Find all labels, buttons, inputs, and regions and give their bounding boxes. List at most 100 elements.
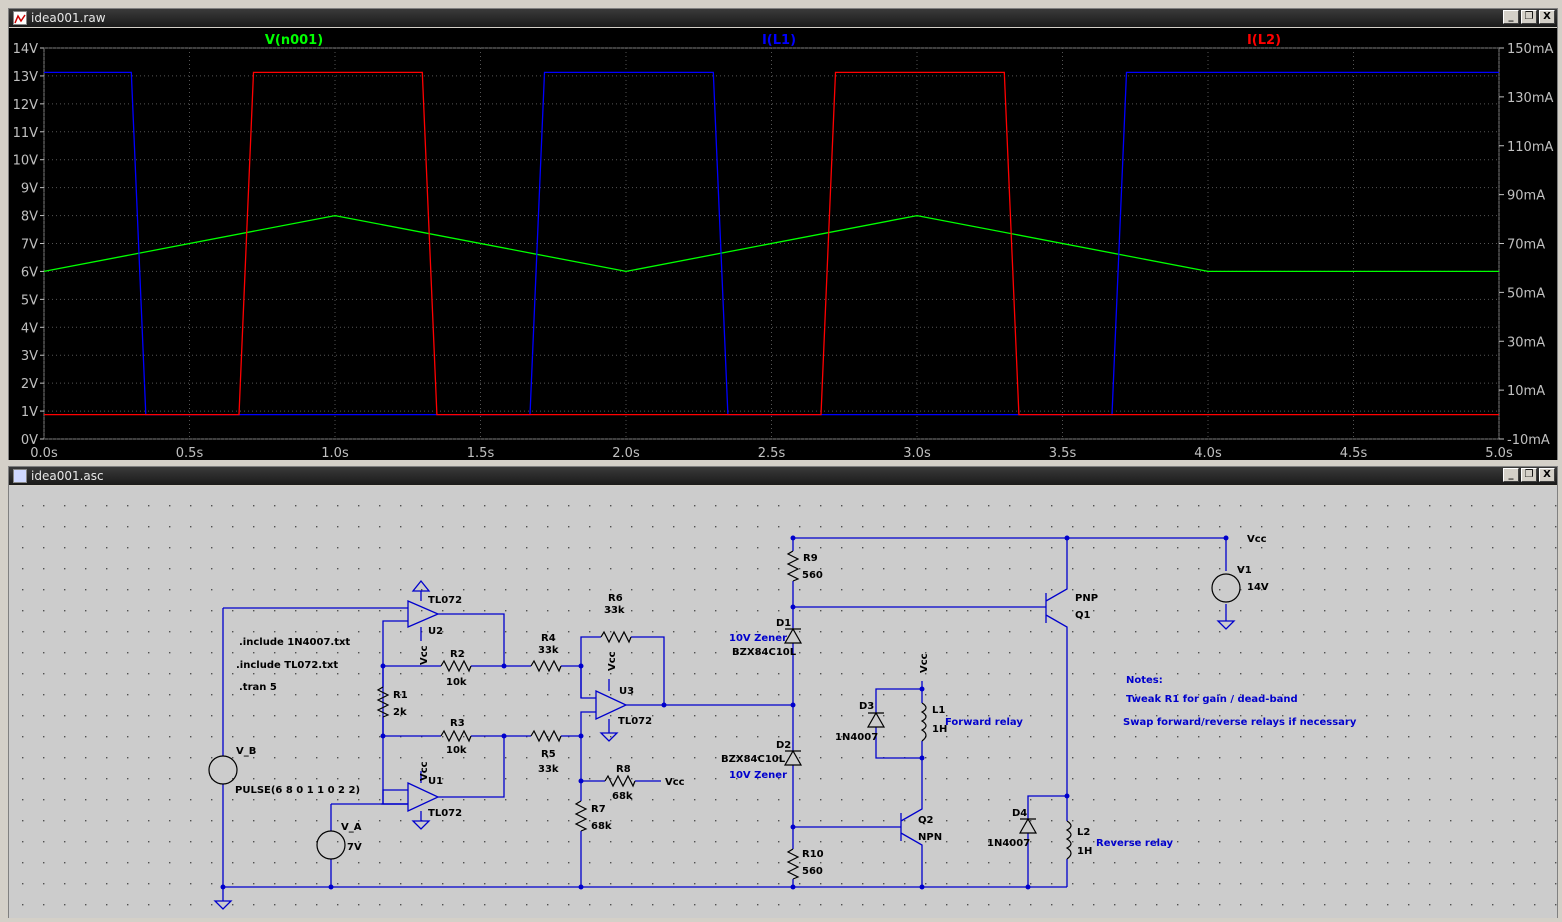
left-tick-label: 7V [21,238,38,253]
d2-note: 10V Zener [729,770,787,781]
schematic-window-titlebar[interactable]: idea001.asc _ ❐ X [9,467,1557,485]
l1-inductor [920,702,927,742]
restore-button[interactable]: ❐ [1521,10,1537,24]
r6-label: R6 [608,593,623,604]
left-tick-label: 6V [21,265,38,280]
r8-vcc: Vcc [665,777,685,788]
note-tweak-r1: Tweak R1 for gain / dead-band [1126,694,1298,705]
d4-label: D4 [1012,808,1027,819]
left-tick-label: 0V [21,433,38,448]
x-tick-label: 0.5s [176,446,204,460]
r6-resistor [600,630,632,644]
r9-label: R9 [803,553,818,564]
vb-source [208,755,238,785]
x-tick-label: 4.0s [1194,446,1222,460]
va-source [316,830,346,860]
plot-window-title: idea001.raw [31,11,106,25]
u3-label: U3 [619,686,634,697]
right-tick-label: 110mA [1507,140,1553,155]
vcc-net-label: Vcc [1247,534,1267,545]
schematic-icon [13,469,27,483]
schematic-window-title: idea001.asc [31,469,104,483]
d1-zener [783,627,803,644]
q2-type: NPN [918,832,942,843]
r9-value: 560 [802,570,823,581]
d1-note: 10V Zener [729,633,787,644]
r5-label: R5 [541,749,556,760]
r7-resistor [574,800,588,832]
right-tick-label: 10mA [1507,384,1545,399]
x-tick-label: 2.5s [758,446,786,460]
component-symbols [208,550,1241,880]
left-tick-label: 3V [21,349,38,364]
minimize-button[interactable]: _ [1503,468,1519,482]
l2-inductor [1065,820,1072,860]
x-tick-label: 1.5s [467,446,495,460]
left-tick-label: 9V [21,182,38,197]
close-button[interactable]: X [1539,468,1555,482]
x-tick-label: 2.0s [612,446,640,460]
r7-label: R7 [591,804,606,815]
reverse-relay-note: Reverse relay [1096,838,1174,849]
r2-label: R2 [450,649,465,660]
u2-model: TL072 [428,595,462,606]
r1-label: R1 [393,690,408,701]
r4-label: R4 [541,633,556,644]
u1-vcc: Vcc [419,761,430,781]
minimize-button[interactable]: _ [1503,10,1519,24]
d3-model: 1N4007 [835,732,878,743]
right-tick-label: 130mA [1507,91,1553,106]
u3-vcc: Vcc [607,651,618,671]
schematic-window[interactable]: idea001.asc _ ❐ X [8,466,1558,918]
plot-window-titlebar[interactable]: idea001.raw _ ❐ X [9,9,1557,27]
r5-resistor [530,729,562,743]
va-label: V_A [341,822,362,833]
directive-include-tl072: .include TL072.txt [236,660,338,671]
forward-relay-note: Forward relay [945,717,1023,728]
r10-value: 560 [802,866,823,877]
r10-label: R10 [802,849,824,860]
left-tick-label: 14V [13,42,39,57]
r6-value: 33k [604,605,625,616]
x-tick-label: 5.0s [1485,446,1513,460]
l1-vcc: Vcc [919,653,930,673]
r8-value: 68k [612,791,633,802]
r7-value: 68k [591,821,612,832]
u2-label: U2 [428,626,443,637]
r4-value: 33k [538,645,559,656]
x-tick-label: 1.0s [321,446,349,460]
r5-value: 33k [538,764,559,775]
x-tick-label: 0.0s [30,446,58,460]
legend-i-l1-: I(L1) [762,33,796,48]
trace-i-l1- [44,71,1499,416]
x-tick-label: 4.5s [1340,446,1368,460]
left-tick-label: 10V [13,154,39,169]
u2-vcc: Vcc [419,645,430,665]
q1-type: PNP [1075,593,1098,604]
note-swap-relays: Swap forward/reverse relays if necessary [1123,717,1357,728]
restore-button[interactable]: ❐ [1521,468,1537,482]
r4-resistor [530,659,562,673]
legend-i-l2-: I(L2) [1247,33,1281,48]
x-tick-label: 3.0s [903,446,931,460]
r9-resistor [786,550,800,582]
schematic-canvas[interactable]: .include 1N4007.txt .include TL072.txt .… [9,486,1557,918]
close-button[interactable]: X [1539,10,1555,24]
right-tick-label: 50mA [1507,286,1545,301]
d1-label: D1 [776,618,791,629]
right-tick-label: 90mA [1507,189,1545,204]
plot-grid [43,47,1500,440]
waveform-icon [13,11,27,25]
directive-include-1n4007: .include 1N4007.txt [239,637,350,648]
l1-label: L1 [932,705,945,716]
v1-label: V1 [1237,565,1252,576]
u3-model: TL072 [618,716,652,727]
right-tick-label: 150mA [1507,42,1553,57]
left-tick-label: 8V [21,210,38,225]
u1-model: TL072 [428,808,462,819]
left-tick-label: 12V [13,98,39,113]
